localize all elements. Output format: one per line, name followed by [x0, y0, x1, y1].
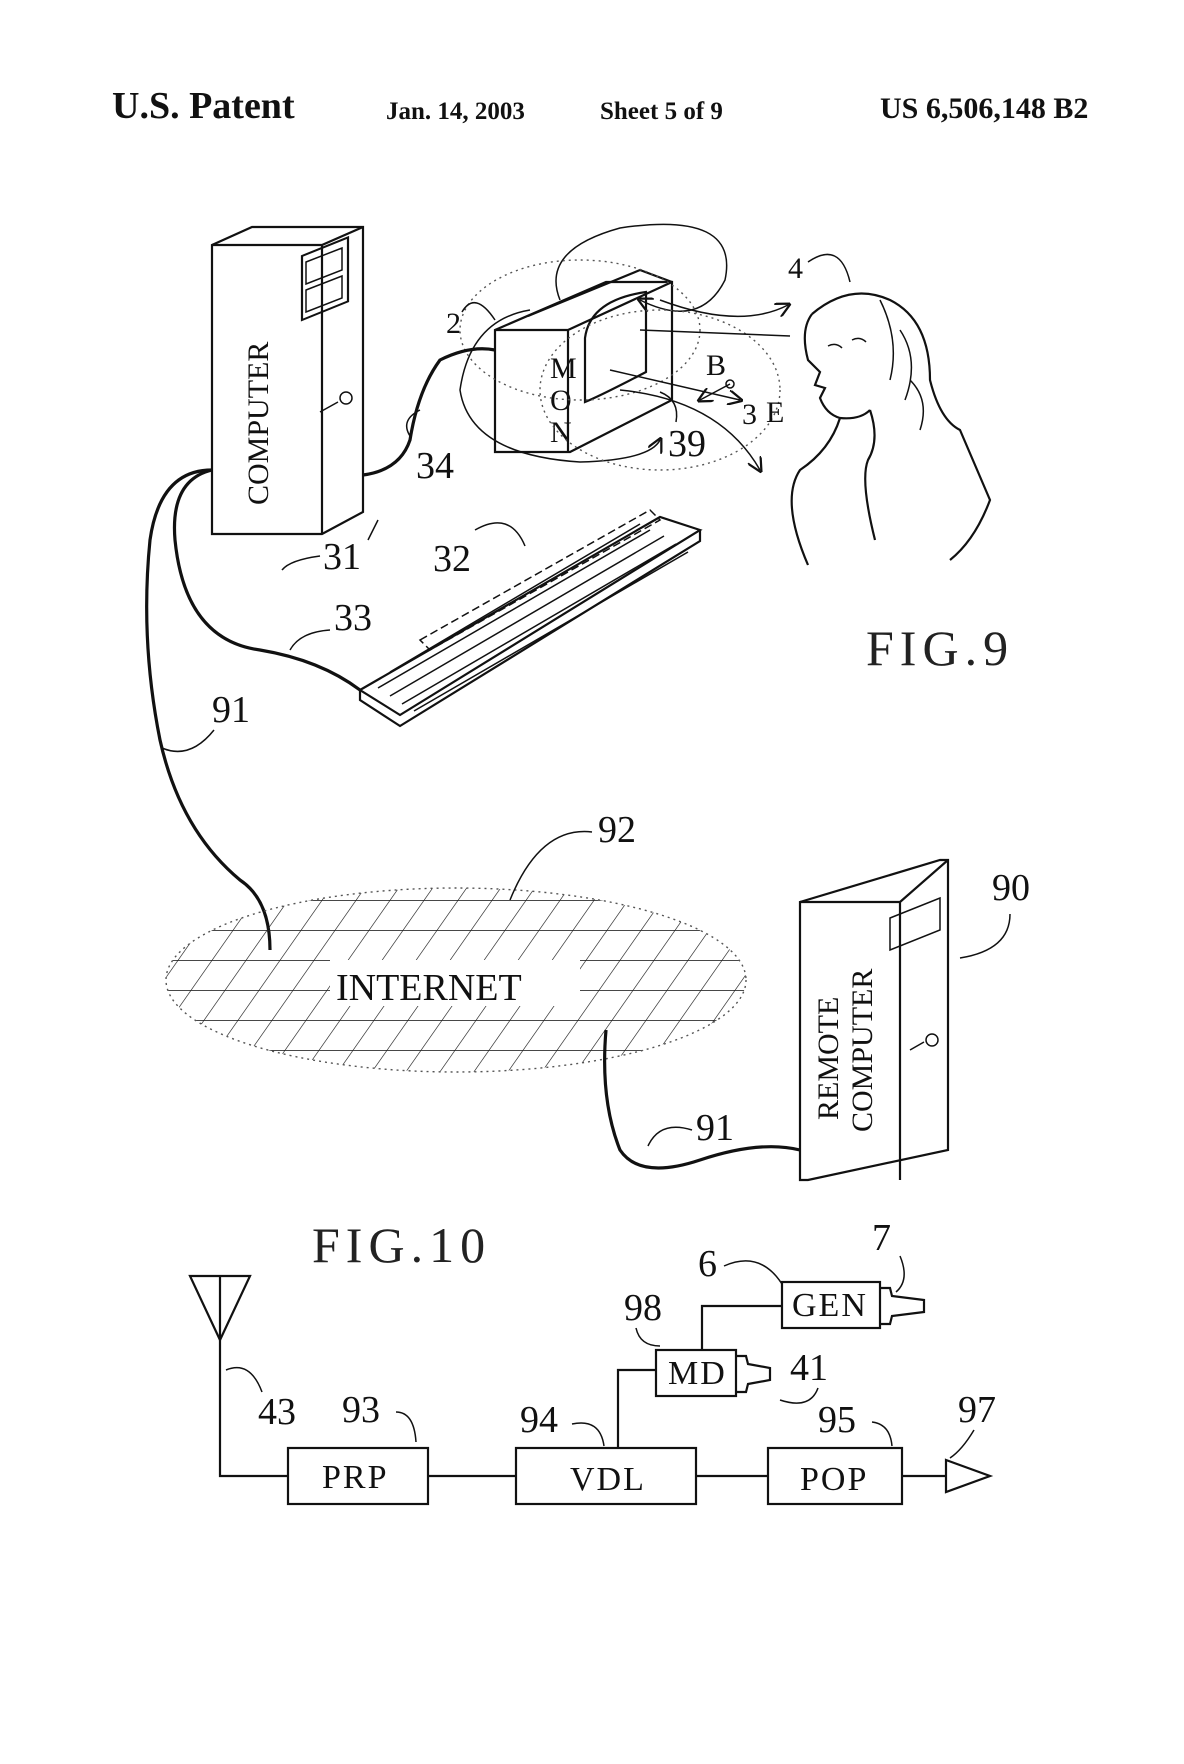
label-95: 95: [818, 1399, 856, 1441]
remote-cable: [603, 1029, 801, 1170]
patent-header-title: U.S. Patent: [112, 85, 295, 127]
person-illustration: [790, 292, 992, 566]
fig9-title: FIG.9: [866, 620, 1014, 676]
label-97: 97: [958, 1389, 996, 1431]
computer-label: COMPUTER: [242, 342, 275, 505]
remote-computer-tower: REMOTE COMPUTER: [798, 858, 950, 1182]
block-gen-label: GEN: [792, 1287, 868, 1324]
remote-label-line1: REMOTE: [812, 997, 845, 1120]
label-7: 7: [872, 1217, 891, 1259]
label-92: 92: [598, 809, 636, 851]
keyboard: [357, 509, 703, 728]
md-probe-icon: [736, 1354, 772, 1394]
label-98: 98: [624, 1287, 662, 1329]
monitor: M O N: [493, 268, 674, 454]
internet-label: INTERNET: [336, 967, 522, 1009]
label-34: 34: [416, 445, 454, 487]
fig9-labels: 2 4 31 32 33 34 39 91 3 B E FIG.9: [161, 252, 1014, 753]
label-33: 33: [334, 597, 372, 639]
label-90: 90: [992, 867, 1030, 909]
block-gen: [780, 1280, 882, 1330]
label-e: E: [766, 396, 784, 429]
monitor-letter-n: N: [550, 416, 572, 449]
label-93: 93: [342, 1389, 380, 1431]
label-4: 4: [788, 252, 803, 285]
output-arrow-icon: [944, 1458, 994, 1494]
label-31: 31: [323, 536, 361, 578]
label-2: 2: [446, 307, 461, 340]
label-91: 91: [212, 689, 250, 731]
block-md: [654, 1348, 738, 1398]
link-md-gen: [700, 1304, 782, 1350]
label-39: 39: [668, 423, 706, 465]
label-94: 94: [520, 1399, 558, 1441]
antenna-symbol: [188, 1274, 288, 1478]
computer-tower: COMPUTER: [210, 225, 365, 536]
link-vdl-md: [616, 1368, 656, 1448]
cables: [145, 347, 496, 951]
fig10-title: FIG.10: [312, 1217, 491, 1273]
internet-cloud: INTERNET: [165, 887, 747, 1073]
label-41: 41: [790, 1347, 828, 1389]
monitor-letter-o: O: [550, 384, 572, 417]
label-43: 43: [258, 1391, 296, 1433]
block-md-label: MD: [668, 1355, 727, 1392]
block-vdl-label: VDL: [570, 1461, 646, 1498]
patent-sheet: Sheet 5 of 9: [600, 98, 723, 125]
block-prp-label: PRP: [322, 1459, 389, 1496]
label-6: 6: [698, 1243, 717, 1285]
label-91-remote: 91: [696, 1107, 734, 1149]
patent-date: Jan. 14, 2003: [386, 98, 525, 125]
label-32: 32: [433, 538, 471, 580]
monitor-letter-m: M: [550, 352, 577, 385]
gen-probe-icon: [880, 1286, 926, 1326]
block-pop-label: POP: [800, 1461, 868, 1498]
remote-label-line2: COMPUTER: [846, 969, 879, 1132]
patent-number: US 6,506,148 B2: [880, 92, 1089, 125]
label-b: B: [706, 349, 726, 382]
field-lines: [459, 223, 790, 470]
label-3: 3: [742, 398, 757, 431]
